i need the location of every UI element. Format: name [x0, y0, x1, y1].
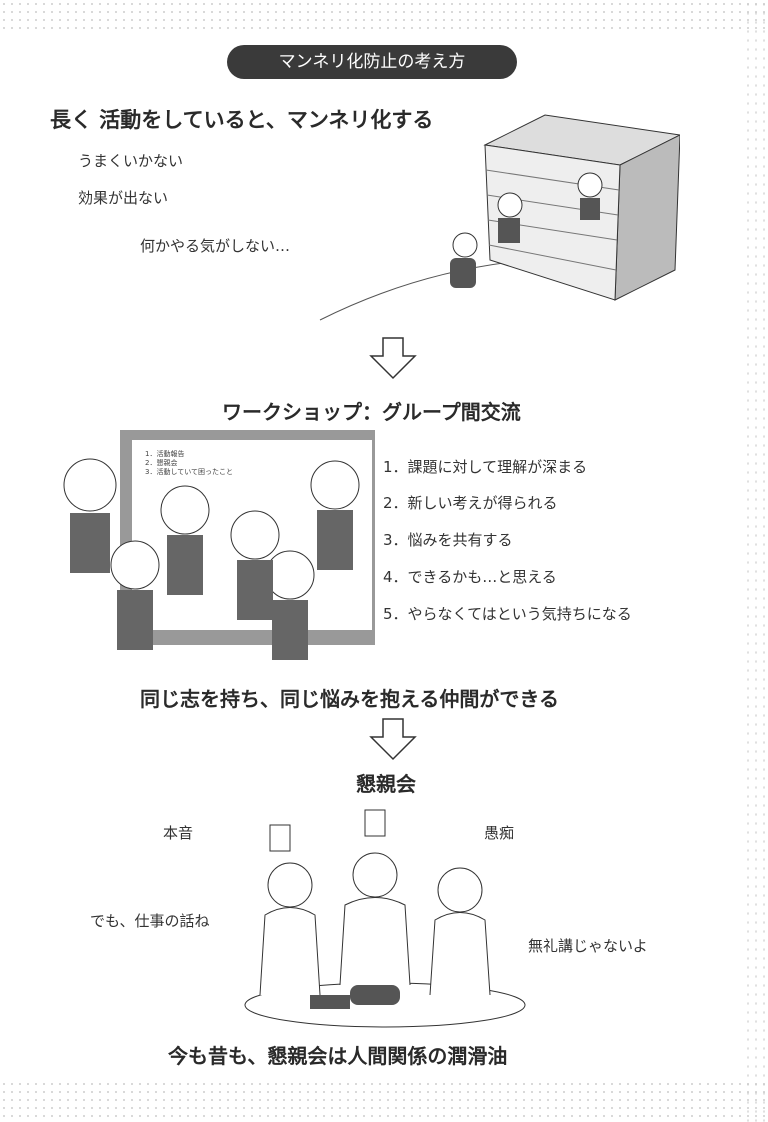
section2-heading: ワークショップ：グループ間交流 — [222, 400, 521, 424]
section1-line: うまくいかない — [78, 152, 184, 170]
scan-noise-top — [0, 0, 768, 30]
section1-line: 何かやる気がしない… — [140, 237, 291, 255]
title-badge: マンネリ化防止の考え方 — [227, 45, 517, 79]
brick-wall-illustration — [319, 114, 680, 321]
bubble-text: 愚痴 — [484, 824, 515, 842]
benefit-item: 3．悩みを共有する — [383, 531, 513, 549]
section1-line: 効果が出ない — [78, 189, 169, 207]
slide-item: 1．活動報告 — [145, 450, 185, 458]
bubble-text: 無礼講じゃないよ — [528, 937, 648, 955]
party-illustration — [244, 809, 526, 1028]
slide-item: 2．懇親会 — [145, 459, 178, 467]
down-arrow-icon — [369, 718, 417, 761]
slide-item: 3．活動していて困ったこと — [145, 468, 234, 476]
benefit-item: 4．できるかも…と思える — [383, 568, 557, 586]
benefit-item: 2．新しい考えが得られる — [383, 494, 558, 512]
bubble-text: 本音 — [163, 824, 194, 842]
section2-conclusion: 同じ志を持ち、同じ悩みを抱える仲間ができる — [140, 687, 559, 711]
section3-heading: 懇親会 — [356, 772, 416, 796]
scan-noise-bottom — [0, 1080, 768, 1122]
scan-noise-right — [744, 0, 768, 1122]
slide-agenda: 1．活動報告 2．懇親会 3．活動していて困ったこと — [145, 450, 233, 477]
section1-heading: 長く 活動をしていると、マンネリ化する — [50, 108, 434, 132]
benefit-item: 5．やらなくてはという気持ちになる — [383, 605, 632, 623]
bubble-text: でも、仕事の話ね — [90, 912, 210, 930]
down-arrow-icon — [369, 337, 417, 380]
benefit-item: 1．課題に対して理解が深まる — [383, 458, 588, 476]
section3-conclusion: 今も昔も、懇親会は人間関係の潤滑油 — [168, 1044, 508, 1068]
workshop-illustration — [63, 430, 375, 660]
